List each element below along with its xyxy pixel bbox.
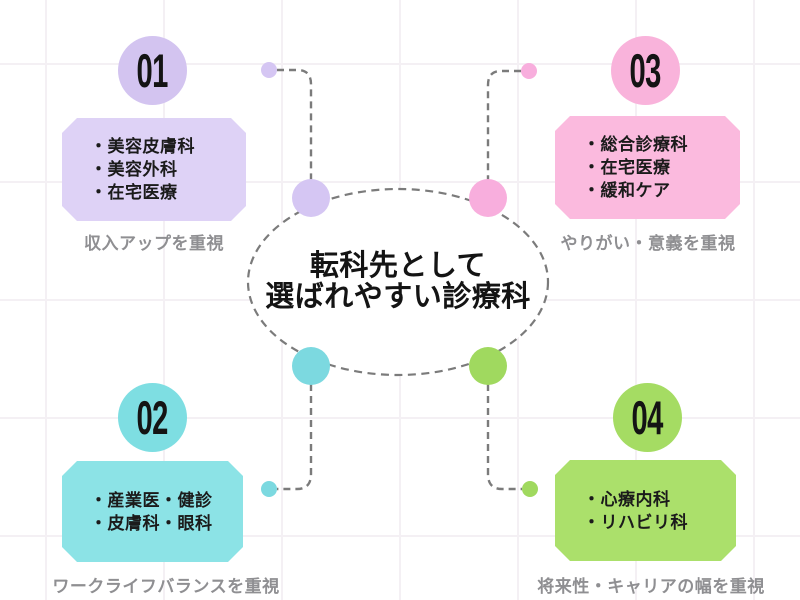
section-04-number-badge: 04 (613, 383, 682, 452)
connector-line-03 (486, 69, 521, 180)
section-02-caption: ワークライフバランスを重視 (52, 577, 280, 596)
section-03-caption: やりがい・意義を重視 (560, 234, 736, 253)
section-04-list-box: ・心療内科 ・リハビリ科 (555, 460, 736, 561)
connector-node-02 (292, 347, 330, 385)
connector-line-01 (277, 68, 313, 180)
connector-line-02 (277, 384, 313, 491)
section-01-caption: 収入アップを重視 (84, 234, 224, 253)
list-item: ・総合診療科 (583, 135, 688, 154)
list-item: ・リハビリ科 (583, 512, 688, 532)
center-title-line1: 転科先として (309, 250, 487, 282)
section-03-number-badge: 03 (611, 36, 680, 105)
connector-node-04 (469, 347, 507, 385)
list-item: ・産業医・健診 (90, 490, 213, 510)
connector-dot-03 (521, 63, 537, 79)
section-02-number: 02 (136, 391, 169, 444)
center-title-line2: 選ばれやすい診療科 (265, 281, 531, 313)
connector-dot-04 (522, 481, 538, 497)
connector-line-04 (486, 384, 522, 491)
list-item: ・在宅医療 (583, 158, 671, 177)
list-item: ・美容皮膚科 (90, 137, 195, 156)
section-03-number: 03 (629, 44, 662, 97)
list-item: ・在宅医療 (90, 183, 178, 202)
section-01-number: 01 (136, 44, 169, 97)
section-03-list-box: ・総合診療科 ・在宅医療 ・緩和ケア (555, 116, 740, 219)
section-01-number-badge: 01 (118, 36, 187, 105)
connector-dot-02 (261, 481, 277, 497)
section-04-caption: 将来性・キャリアの幅を重視 (537, 577, 765, 596)
list-item: ・緩和ケア (583, 181, 671, 200)
connector-node-01 (292, 179, 330, 217)
center-title: 転科先として 選ばれやすい診療科 (265, 251, 531, 313)
section-02-list-box: ・産業医・健診 ・皮膚科・眼科 (62, 461, 243, 562)
section-01-list-box: ・美容皮膚科 ・美容外科 ・在宅医療 (62, 118, 246, 221)
list-item: ・皮膚科・眼科 (90, 513, 213, 533)
list-item: ・心療内科 (583, 489, 671, 509)
connector-dot-01 (261, 62, 277, 78)
section-04-number: 04 (631, 391, 664, 444)
connector-node-03 (469, 179, 507, 217)
list-item: ・美容外科 (90, 160, 178, 179)
section-02-number-badge: 02 (118, 383, 187, 452)
